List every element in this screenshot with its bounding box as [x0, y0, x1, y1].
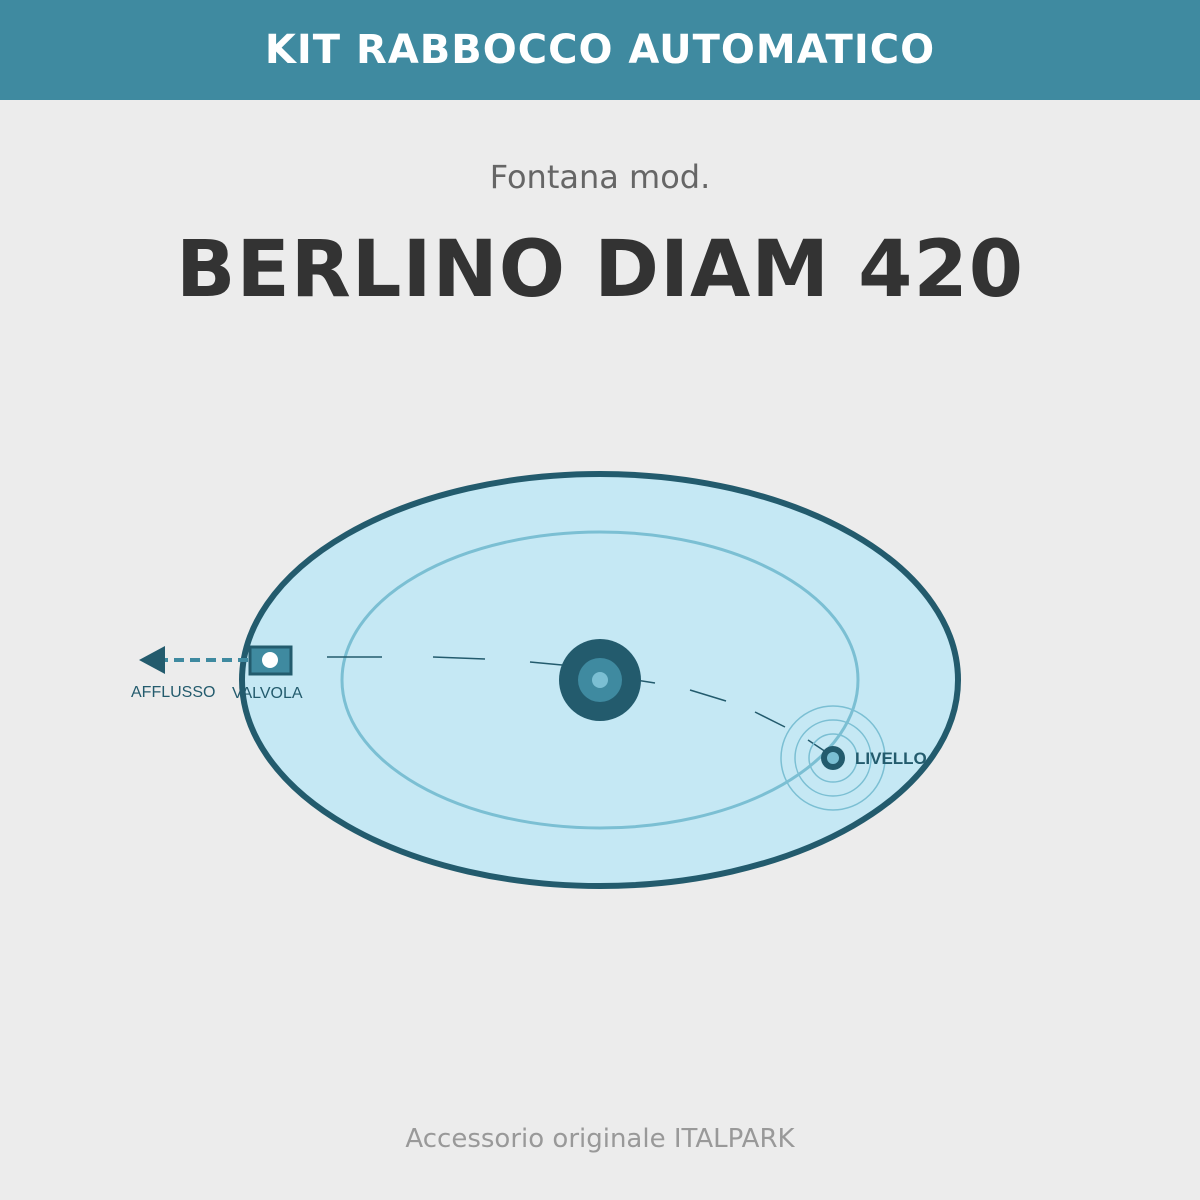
inner-ring: [340, 530, 860, 830]
product-model-title: BERLINO DIAM 420: [176, 225, 1024, 315]
footer-note: Accessorio originale ITALPARK: [405, 1124, 795, 1154]
header-title: KIT RABBOCCO AUTOMATICO: [264, 27, 936, 73]
inflow-label: AFFLUSSO: [131, 684, 215, 701]
product-subtitle: Fontana mod.: [489, 158, 711, 196]
level-sensor-icon[interactable]: [780, 705, 886, 811]
valve-label: VALVOLA: [232, 685, 303, 702]
connection-pipe: [327, 656, 827, 753]
arrow-left-icon: [139, 646, 248, 674]
pump-nozzle-icon: [559, 639, 641, 721]
level-label: LIVELLO: [855, 749, 927, 768]
valve-icon[interactable]: [248, 645, 293, 676]
header-banner: KIT RABBOCCO AUTOMATICO: [0, 0, 1200, 100]
